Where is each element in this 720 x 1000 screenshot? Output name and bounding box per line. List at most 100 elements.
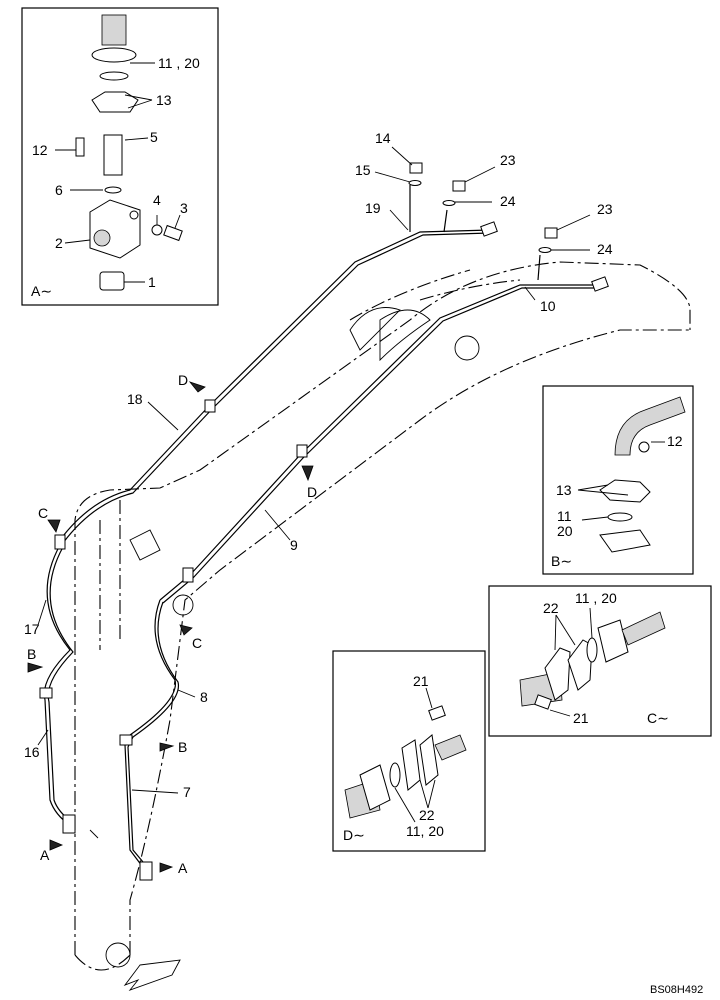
clamp-d-lower (296, 444, 308, 458)
detail-c-frame (488, 585, 712, 737)
leader-d-22b (427, 779, 436, 809)
plug-23-lower (544, 227, 558, 239)
boom-foot-pin (105, 942, 131, 968)
detail-a-washer-4 (151, 224, 163, 236)
leader-c-11 (589, 607, 593, 639)
clamp-b-right (119, 734, 133, 746)
arrow-b-right (159, 742, 175, 752)
clamp-d-upper (204, 399, 216, 413)
callout-11-20-a: 11 , 20 (158, 55, 200, 71)
marker-b-right: B (178, 739, 187, 755)
detail-a-bolt-3 (163, 224, 183, 242)
marker-c-right: C (192, 635, 202, 651)
callout-23-lower: 23 (597, 201, 613, 217)
callout-12-b: 12 (667, 433, 683, 449)
leader-8 (177, 689, 196, 698)
detail-c-oring (586, 637, 598, 663)
detail-c-tube (621, 611, 666, 646)
callout-20-b: 20 (557, 523, 573, 539)
detail-b-bolt-12 (638, 441, 650, 453)
leader-9 (264, 509, 291, 541)
leader-d-11 (394, 787, 416, 823)
callout-23-upper: 23 (500, 152, 516, 168)
leader-23-upper (464, 166, 496, 183)
arrow-c-right (179, 624, 193, 636)
detail-b-oring (607, 512, 633, 522)
marker-c-left: C (38, 505, 48, 521)
callout-5: 5 (150, 129, 158, 145)
detail-b-elbow (614, 396, 686, 456)
arrow-b-left (27, 662, 44, 673)
callout-13-b: 13 (556, 482, 572, 498)
callout-16: 16 (24, 744, 40, 760)
detail-c-port-flange (597, 619, 629, 663)
boom-bracket (349, 307, 401, 351)
callout-10: 10 (540, 298, 556, 314)
callout-11-20-d: 11, 20 (406, 823, 444, 839)
callout-4: 4 (153, 192, 161, 208)
detail-a-block-2 (89, 199, 141, 259)
callout-13-a: 13 (156, 92, 172, 108)
arrow-a-right (159, 862, 174, 873)
marker-a-right: A (178, 860, 188, 876)
leader-c-21 (549, 709, 571, 717)
detail-a-pipe (101, 14, 127, 46)
leader-a-13b (127, 99, 153, 109)
callout-9: 9 (290, 537, 298, 553)
boom-pin-hole (454, 335, 480, 361)
detail-a-oring-6 (104, 186, 122, 194)
leader-23-lower (556, 214, 591, 231)
leader-a-5 (124, 137, 149, 141)
callout-24-lower: 24 (597, 241, 613, 257)
clamp-b-left (39, 687, 53, 699)
detail-a-label: A∼ (31, 283, 52, 299)
detail-a-bolt-12 (75, 137, 85, 157)
leader-d-21 (425, 687, 433, 709)
detail-a-split-flange (91, 91, 139, 113)
hose-17-16-b (47, 546, 74, 823)
detail-a-flange (91, 47, 137, 63)
detail-c-label: C∼ (647, 710, 669, 726)
leader-10 (524, 286, 536, 301)
pipe-10-riser (537, 254, 541, 281)
marker-d-upper: D (178, 372, 188, 388)
detail-d-oring (389, 762, 401, 788)
pipe-18-19 (59, 229, 491, 541)
callout-22-c: 22 (543, 600, 559, 616)
front-arrow (123, 959, 181, 991)
leader-16 (37, 729, 49, 746)
detail-a-plug-1 (99, 271, 125, 291)
detail-d-label: D∼ (343, 827, 365, 843)
callout-1: 1 (148, 274, 156, 290)
marker-b-left: B (27, 646, 36, 662)
detail-a-block-port (93, 229, 111, 247)
labels: 11 , 20 13 5 12 6 4 3 2 1 A∼ 14 15 19 23… (24, 55, 703, 996)
detail-a-port-2 (129, 210, 139, 220)
hose-8-7-b (127, 601, 180, 869)
clamp-c-left (54, 534, 66, 550)
drawing-code: BS08H492 (650, 984, 703, 996)
pipes (39, 185, 609, 881)
detail-a (21, 7, 219, 306)
oring-24-upper (442, 200, 456, 206)
callout-14: 14 (375, 130, 391, 146)
callout-22-d: 22 (419, 807, 435, 823)
detail-d-port-flange (359, 764, 391, 811)
leader-a-13 (124, 94, 153, 101)
leader-19 (389, 209, 409, 231)
fitting-a-left (62, 814, 76, 834)
detail-c-split-flange-b (567, 639, 593, 691)
pipe-19-riser-2 (443, 209, 448, 233)
plug-14 (409, 162, 423, 174)
leader-b-13b (577, 489, 629, 496)
boom-clamp (129, 529, 161, 561)
pipe-18-19-b (62, 232, 491, 544)
fitting-a-right (139, 861, 153, 881)
callout-24-upper: 24 (500, 193, 516, 209)
boom-outline (74, 261, 691, 971)
marker-a-left: A (40, 847, 50, 863)
detail-c-bolt-21 (534, 694, 552, 710)
arrow-c-left (47, 519, 61, 533)
leader-b-11 (581, 516, 609, 521)
